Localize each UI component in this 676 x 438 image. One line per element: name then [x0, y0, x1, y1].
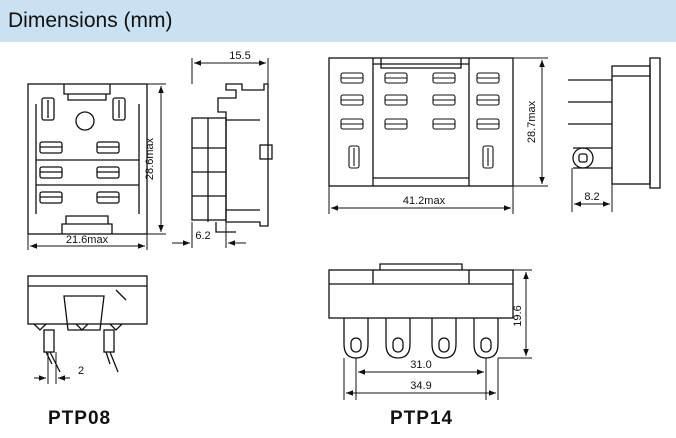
ptp08-front-view	[27, 275, 148, 373]
ptp14-front-height-label: 19.6	[512, 305, 524, 326]
ptp08-pin-label: 2	[78, 365, 84, 377]
section-header: Dimensions (mm)	[0, 0, 676, 42]
ptp08-height-dimension	[147, 83, 166, 235]
ptp08-width-dimension	[27, 234, 148, 250]
ptp14-span-inner-label: 31.0	[410, 359, 431, 371]
ptp14-span-outer-dimension	[343, 358, 499, 400]
ptp14-front-view	[328, 263, 514, 359]
ptp08-top-view	[27, 83, 148, 235]
ptp14-top-view	[328, 57, 514, 187]
ptp14-front-height-dimension	[498, 269, 532, 359]
ptp08-base-label: 6.2	[195, 230, 210, 242]
ptp08-width-label: 21.6max	[66, 234, 109, 246]
ptp14-height-label: 28.7max	[526, 100, 538, 143]
ptp14-side-label: 8.2	[584, 191, 599, 203]
ptp08-base-dimension	[172, 222, 246, 248]
ptp14-width-dimension	[328, 186, 514, 214]
ptp08-side-view	[191, 83, 273, 233]
ptp14-side-dimension	[571, 168, 613, 212]
ptp08-height-label: 28.6max	[144, 137, 156, 180]
ptp14-height-dimension	[513, 57, 548, 187]
ptp08-pin-dimension	[34, 352, 70, 384]
ptp14-side-view	[568, 57, 661, 189]
ptp08-depth-dimension	[191, 58, 269, 84]
section-title: Dimensions (mm)	[8, 9, 173, 32]
ptp08-model-label: PTP08	[48, 408, 112, 429]
ptp14-model-label: PTP14	[390, 408, 454, 429]
ptp14-width-label: 41.2max	[403, 195, 446, 207]
ptp08-depth-label: 15.5	[229, 50, 250, 62]
ptp14-span-outer-label: 34.9	[410, 380, 431, 392]
